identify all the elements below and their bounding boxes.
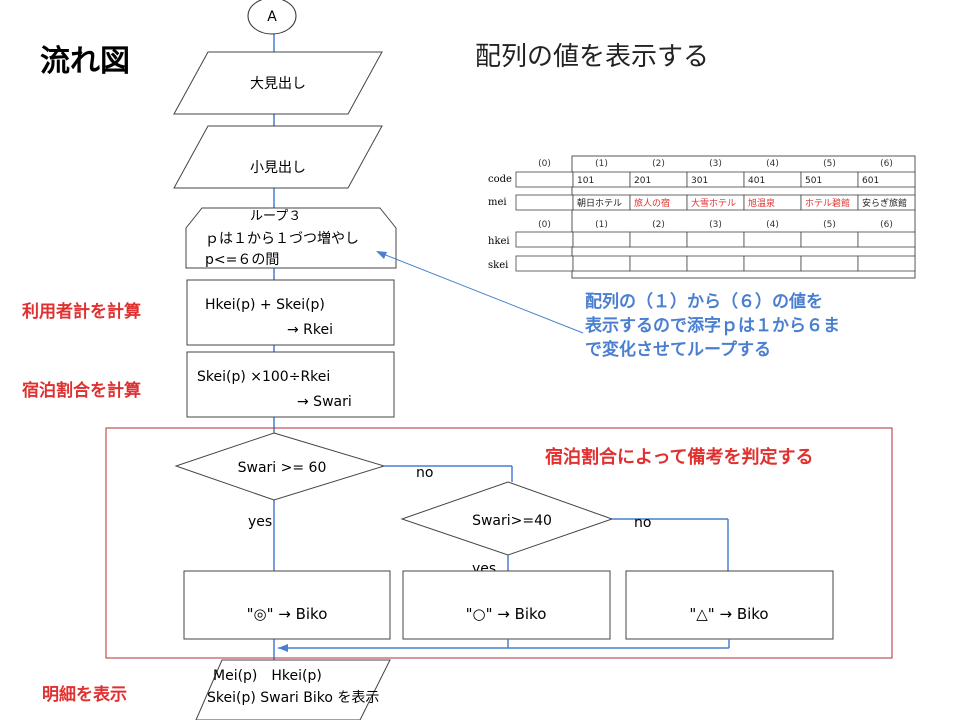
cell-mei-value: 安らぎ旅館 bbox=[862, 197, 907, 209]
index-label-top: (3) bbox=[709, 159, 722, 169]
side-label-detail: 明細を表示 bbox=[42, 685, 127, 705]
cell-mei-value: ホテル碧館 bbox=[805, 197, 850, 209]
cell-hkei bbox=[572, 231, 631, 248]
index-label-mid: (3) bbox=[709, 220, 722, 230]
array-table: (0) (1) (2) (3) (4) (5) (6) (0) (1) (2) (3) (4) (5)… bbox=[488, 155, 916, 279]
index-row-mid: (0) (1) (2) (3) (4) (5) (6) bbox=[538, 220, 893, 230]
index-label-mid: (5) bbox=[823, 220, 836, 230]
connector-a-label: A bbox=[267, 9, 277, 25]
loop-line-1: ループ３ bbox=[250, 209, 301, 224]
cell-mei-value: 旅人の宿 bbox=[634, 197, 670, 209]
cell-mei-value: 大雪ホテル bbox=[691, 197, 736, 209]
calc-swari-line-1: Skei(p) ×100÷Rkei bbox=[197, 369, 330, 385]
cell-skei bbox=[572, 255, 631, 272]
calc-rkei-box bbox=[186, 279, 395, 346]
result-1-label: "◎" → Biko bbox=[247, 605, 328, 623]
merge-arrowhead bbox=[278, 644, 288, 652]
side-label-rkei: 利用者計を計算 bbox=[22, 302, 141, 322]
calc-swari-box bbox=[186, 351, 395, 418]
cell-code-value: 201 bbox=[634, 176, 651, 186]
detail-line-2: Skei(p) Swari Biko を表示 bbox=[207, 690, 379, 706]
cell-code bbox=[515, 171, 574, 188]
cell-mei-value: 旭温泉 bbox=[748, 197, 775, 209]
detail-shape bbox=[195, 659, 391, 720]
loop-shape bbox=[185, 207, 397, 269]
loop-note-line-1: 配列の（１）から（６）の値を bbox=[585, 292, 823, 312]
no2-label: no bbox=[634, 515, 651, 531]
cell-code-value: 601 bbox=[862, 176, 879, 186]
index-label-top: (0) bbox=[538, 159, 551, 169]
loop-line-3: p<=６の間 bbox=[205, 252, 279, 268]
calc-rkei-line-2: → Rkei bbox=[287, 322, 333, 338]
index-label-top: (5) bbox=[823, 159, 836, 169]
biko-frame bbox=[105, 427, 893, 659]
detail-line-1: Mei(p) Hkei(p) bbox=[213, 668, 322, 684]
index-label-top: (2) bbox=[652, 159, 665, 169]
cell-hkei bbox=[515, 231, 574, 248]
result-2-label: "○" → Biko bbox=[466, 605, 547, 623]
cell-hkei bbox=[857, 231, 916, 248]
no1-label: no bbox=[416, 465, 433, 481]
result-3-label: "△" → Biko bbox=[689, 605, 768, 623]
cell-skei bbox=[743, 255, 802, 272]
index-label-mid: (4) bbox=[766, 220, 779, 230]
loop-note-line-3: で変化させてループする bbox=[585, 340, 771, 360]
small-heading-label: 小見出し bbox=[250, 160, 306, 176]
result-3-box bbox=[625, 570, 834, 640]
page-subtitle: 配列の値を表示する bbox=[475, 42, 710, 72]
result-2-box bbox=[402, 570, 611, 640]
big-heading-label: 大見出し bbox=[250, 76, 306, 92]
index-label-mid: (1) bbox=[595, 220, 608, 230]
small-heading-shape bbox=[173, 125, 383, 189]
cell-code-value: 101 bbox=[577, 176, 594, 186]
row-label-skei: skei bbox=[488, 260, 508, 271]
connector-a-shape bbox=[247, 0, 297, 35]
cell-mei-value: 朝日ホテル bbox=[577, 198, 622, 209]
cell-mei bbox=[857, 194, 916, 211]
cell-code-value: 301 bbox=[691, 176, 708, 186]
decision-1-shape bbox=[174, 432, 386, 501]
cell-code-value: 501 bbox=[805, 176, 822, 186]
cell-skei bbox=[686, 255, 745, 272]
cell-skei bbox=[629, 255, 688, 272]
cell-hkei bbox=[629, 231, 688, 248]
index-label-top: (4) bbox=[766, 159, 779, 169]
row-label-code: code bbox=[488, 174, 512, 185]
note-arrowhead bbox=[376, 251, 387, 259]
page-title: 流れ図 bbox=[40, 44, 130, 79]
calc-swari-line-2: → Swari bbox=[297, 394, 352, 410]
loop-note-line-2: 表示するので添字ｐは１から６ま bbox=[585, 316, 840, 336]
cell-code-value: 401 bbox=[748, 176, 765, 186]
result-1-box bbox=[183, 570, 391, 640]
index-label-mid: (2) bbox=[652, 220, 665, 230]
cell-hkei bbox=[743, 231, 802, 248]
yes1-label: yes bbox=[248, 514, 272, 530]
big-heading-shape bbox=[173, 51, 383, 115]
cell-mei bbox=[515, 194, 574, 211]
calc-rkei-line-1: Hkei(p) + Skei(p) bbox=[205, 297, 325, 313]
index-label-top: (6) bbox=[880, 159, 893, 169]
note-arrow-line bbox=[377, 251, 584, 334]
loop-note: 配列の（１）から（６）の値を 表示するので添字ｐは１から６ま で変化させてループ… bbox=[585, 290, 915, 362]
biko-note: 宿泊割合によって備考を判定する bbox=[545, 447, 814, 468]
index-label-top: (1) bbox=[595, 159, 608, 169]
cell-code bbox=[857, 171, 916, 188]
index-row-top: (0) (1) (2) (3) (4) (5) (6) bbox=[538, 159, 893, 169]
cell-skei bbox=[800, 255, 859, 272]
index-label-mid: (6) bbox=[880, 220, 893, 230]
cell-skei bbox=[515, 255, 574, 272]
cell-hkei bbox=[800, 231, 859, 248]
loop-line-2: ｐは１から１づつ増やし bbox=[205, 231, 359, 247]
decision-1-label: Swari >= 60 bbox=[238, 460, 327, 476]
decision-2-label: Swari>=40 bbox=[472, 513, 552, 529]
row-label-mei: mei bbox=[488, 197, 507, 208]
index-label-mid: (0) bbox=[538, 220, 551, 230]
cell-hkei bbox=[686, 231, 745, 248]
side-label-swari: 宿泊割合を計算 bbox=[22, 381, 141, 401]
array-table-frame bbox=[571, 155, 916, 279]
cell-skei bbox=[857, 255, 916, 272]
row-label-hkei: hkei bbox=[488, 236, 510, 247]
